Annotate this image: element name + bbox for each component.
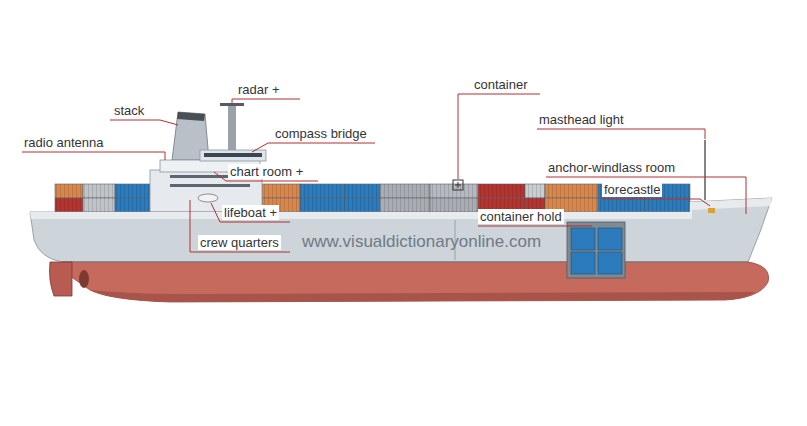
container-hold-cutaway-part [598, 252, 622, 274]
container-hold-cutaway-part [571, 252, 595, 274]
leader-lines-part [190, 200, 290, 252]
hull-part [62, 262, 769, 302]
hull-part [62, 261, 748, 262]
container-hold-cutaway [567, 222, 625, 278]
superstructure-part [204, 153, 262, 157]
part-label: lifeboat + [222, 205, 279, 220]
container-marker-part [455, 185, 461, 186]
part-label: radar + [236, 82, 282, 97]
part-label: masthead light [537, 112, 626, 127]
leader-lines-part [232, 99, 300, 104]
container-marker-part [453, 180, 463, 190]
leader-lines-part [110, 120, 178, 125]
part-label: stack [112, 103, 146, 118]
part-label: chart room + [228, 164, 305, 179]
leader-lines-part [602, 199, 710, 206]
leader-lines [22, 94, 746, 252]
leader-lines-part [537, 129, 705, 139]
hull-part [30, 198, 772, 262]
hull [30, 140, 772, 302]
part-label: radio antenna [22, 135, 106, 150]
hull-part [708, 208, 715, 213]
container-hold-cutaway-part [567, 222, 625, 278]
leader-lines-part [546, 177, 746, 214]
hull-part [704, 140, 706, 200]
part-label: container [472, 77, 529, 92]
watermark: www.visualdictionaryonline.com [300, 232, 543, 252]
leader-lines-part [458, 94, 540, 179]
superstructure [150, 103, 266, 212]
hull-part [79, 270, 89, 288]
deck-containers-part [55, 184, 150, 212]
hull-part [90, 290, 756, 302]
leader-lines-part [22, 152, 165, 160]
superstructure-part [198, 194, 218, 202]
part-label: container hold [478, 209, 564, 224]
part-label: crew quarters [198, 235, 281, 250]
hull-part [30, 198, 772, 219]
part-label: forecastle [602, 182, 662, 197]
leader-lines-part [478, 226, 592, 227]
part-label: anchor-windlass room [546, 160, 677, 175]
part-label: compass bridge [273, 126, 369, 141]
superstructure-part [170, 184, 250, 187]
container-marker [453, 180, 463, 190]
container-hold-cutaway-part [571, 228, 595, 250]
superstructure-part [200, 150, 266, 161]
leader-lines-part [211, 203, 290, 222]
hull-part [50, 262, 73, 296]
container-hold-cutaway-part [598, 228, 622, 250]
superstructure-part [228, 104, 236, 152]
leader-lines-part [252, 143, 375, 152]
superstructure-part [177, 112, 205, 121]
